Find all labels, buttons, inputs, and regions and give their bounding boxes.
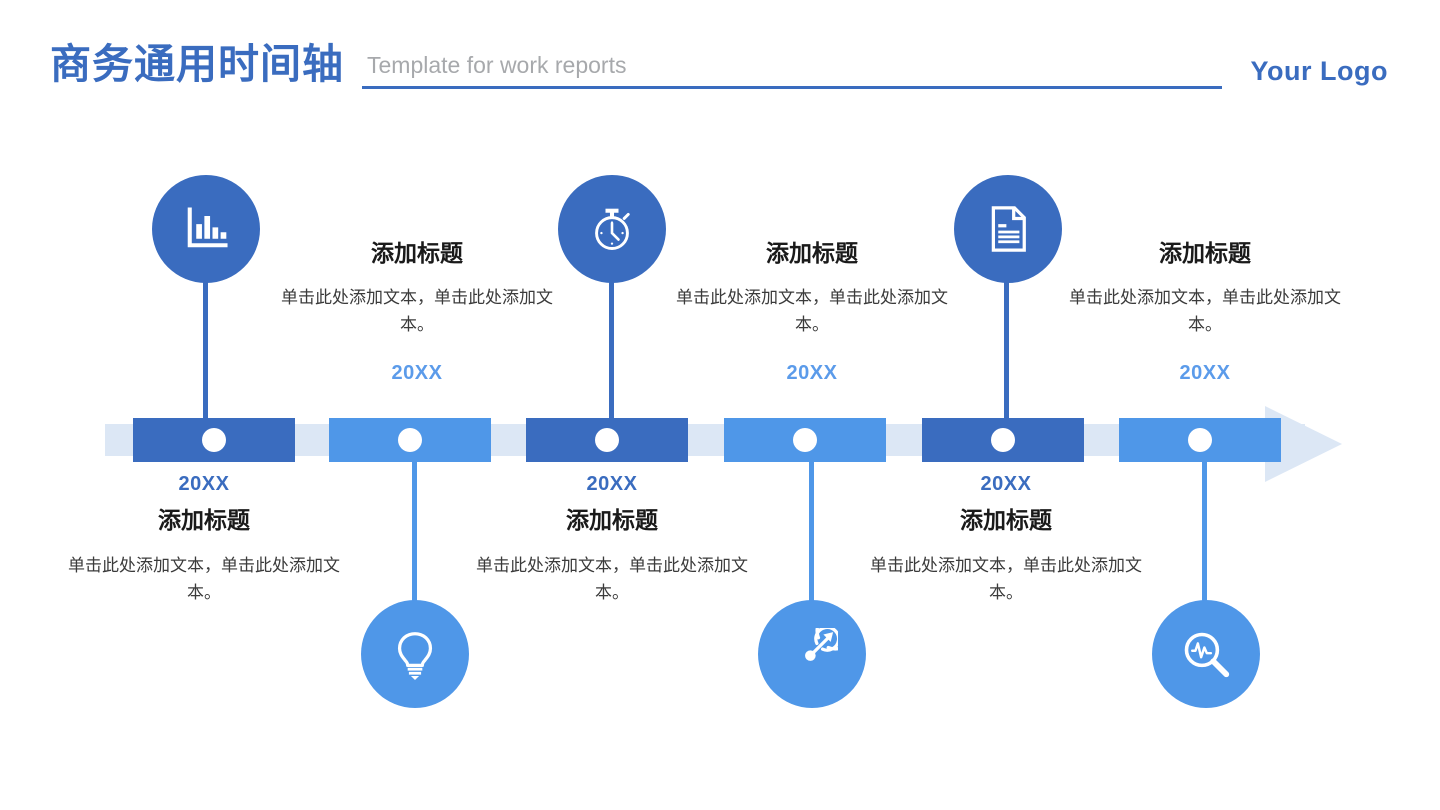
connector-stem-3 <box>609 262 614 427</box>
timeline-title-2: 添加标题 <box>371 241 463 267</box>
document-icon <box>982 203 1034 255</box>
timeline-body-3: 单击此处添加文本，单击此处添加文本。 <box>476 555 748 604</box>
lightbulb-icon <box>389 628 441 680</box>
timeline-body-5: 单击此处添加文本，单击此处添加文本。 <box>870 555 1142 604</box>
icon-circle-3[interactable] <box>558 175 666 283</box>
timeline-segment-1[interactable] <box>133 418 295 462</box>
timeline-track <box>105 424 1305 456</box>
timeline-text-block-1: 20XX 添加标题 单击此处添加文本，单击此处添加文本。 <box>64 473 344 608</box>
icon-circle-5[interactable] <box>954 175 1062 283</box>
connector-stem-2 <box>412 452 417 617</box>
analytics-search-icon <box>1180 628 1232 680</box>
timeline-body-2: 单击此处添加文本，单击此处添加文本。 <box>281 287 553 336</box>
stopwatch-icon <box>586 203 638 255</box>
timeline-year-5: 20XX <box>980 473 1032 495</box>
timeline-title-3: 添加标题 <box>566 508 658 534</box>
timeline-year-1: 20XX <box>178 473 230 495</box>
timeline-title-1: 添加标题 <box>158 508 250 534</box>
slide-header: 商务通用时间轴 Template for work reports Your L… <box>0 0 1440 120</box>
bar-chart-icon <box>180 203 232 255</box>
icon-circle-6[interactable] <box>1152 600 1260 708</box>
timeline-text-block-5: 20XX 添加标题 单击此处添加文本，单击此处添加文本。 <box>866 473 1146 608</box>
connector-stem-4 <box>809 452 814 617</box>
timeline-segment-6[interactable] <box>1119 418 1281 462</box>
icon-circle-1[interactable] <box>152 175 260 283</box>
timeline-segment-4[interactable] <box>724 418 886 462</box>
icon-circle-4[interactable] <box>758 600 866 708</box>
timeline-year-2: 20XX <box>391 361 443 384</box>
timeline-body-1: 单击此处添加文本，单击此处添加文本。 <box>68 555 340 604</box>
timeline-node-2 <box>398 428 422 452</box>
page-title: 商务通用时间轴 <box>50 40 344 88</box>
timeline-title-5: 添加标题 <box>960 508 1052 534</box>
timeline-title-4: 添加标题 <box>766 241 858 267</box>
timeline-body-4: 单击此处添加文本，单击此处添加文本。 <box>676 287 948 336</box>
timeline-text-block-4: 添加标题 单击此处添加文本，单击此处添加文本。 20XX <box>672 241 952 385</box>
timeline-year-4: 20XX <box>786 361 838 384</box>
header-divider <box>362 86 1222 89</box>
connector-stem-5 <box>1004 262 1009 427</box>
timeline-text-block-2: 添加标题 单击此处添加文本，单击此处添加文本。 20XX <box>277 241 557 385</box>
logo-text: Your Logo <box>1250 56 1388 86</box>
timeline-year-6: 20XX <box>1179 361 1231 384</box>
connector-stem-6 <box>1202 452 1207 617</box>
page-subtitle: Template for work reports <box>367 52 627 78</box>
timeline-node-6 <box>1188 428 1212 452</box>
target-icon <box>786 628 838 680</box>
timeline-text-block-3: 20XX 添加标题 单击此处添加文本，单击此处添加文本。 <box>472 473 752 608</box>
timeline-text-block-6: 添加标题 单击此处添加文本，单击此处添加文本。 20XX <box>1065 241 1345 385</box>
timeline-node-5 <box>991 428 1015 452</box>
timeline-segment-3[interactable] <box>526 418 688 462</box>
timeline-segment-2[interactable] <box>329 418 491 462</box>
timeline-body-6: 单击此处添加文本，单击此处添加文本。 <box>1069 287 1341 336</box>
icon-circle-2[interactable] <box>361 600 469 708</box>
timeline-node-4 <box>793 428 817 452</box>
timeline-segment-5[interactable] <box>922 418 1084 462</box>
timeline-node-3 <box>595 428 619 452</box>
connector-stem-1 <box>203 262 208 427</box>
timeline-title-6: 添加标题 <box>1159 241 1251 267</box>
timeline-node-1 <box>202 428 226 452</box>
timeline-year-3: 20XX <box>586 473 638 495</box>
